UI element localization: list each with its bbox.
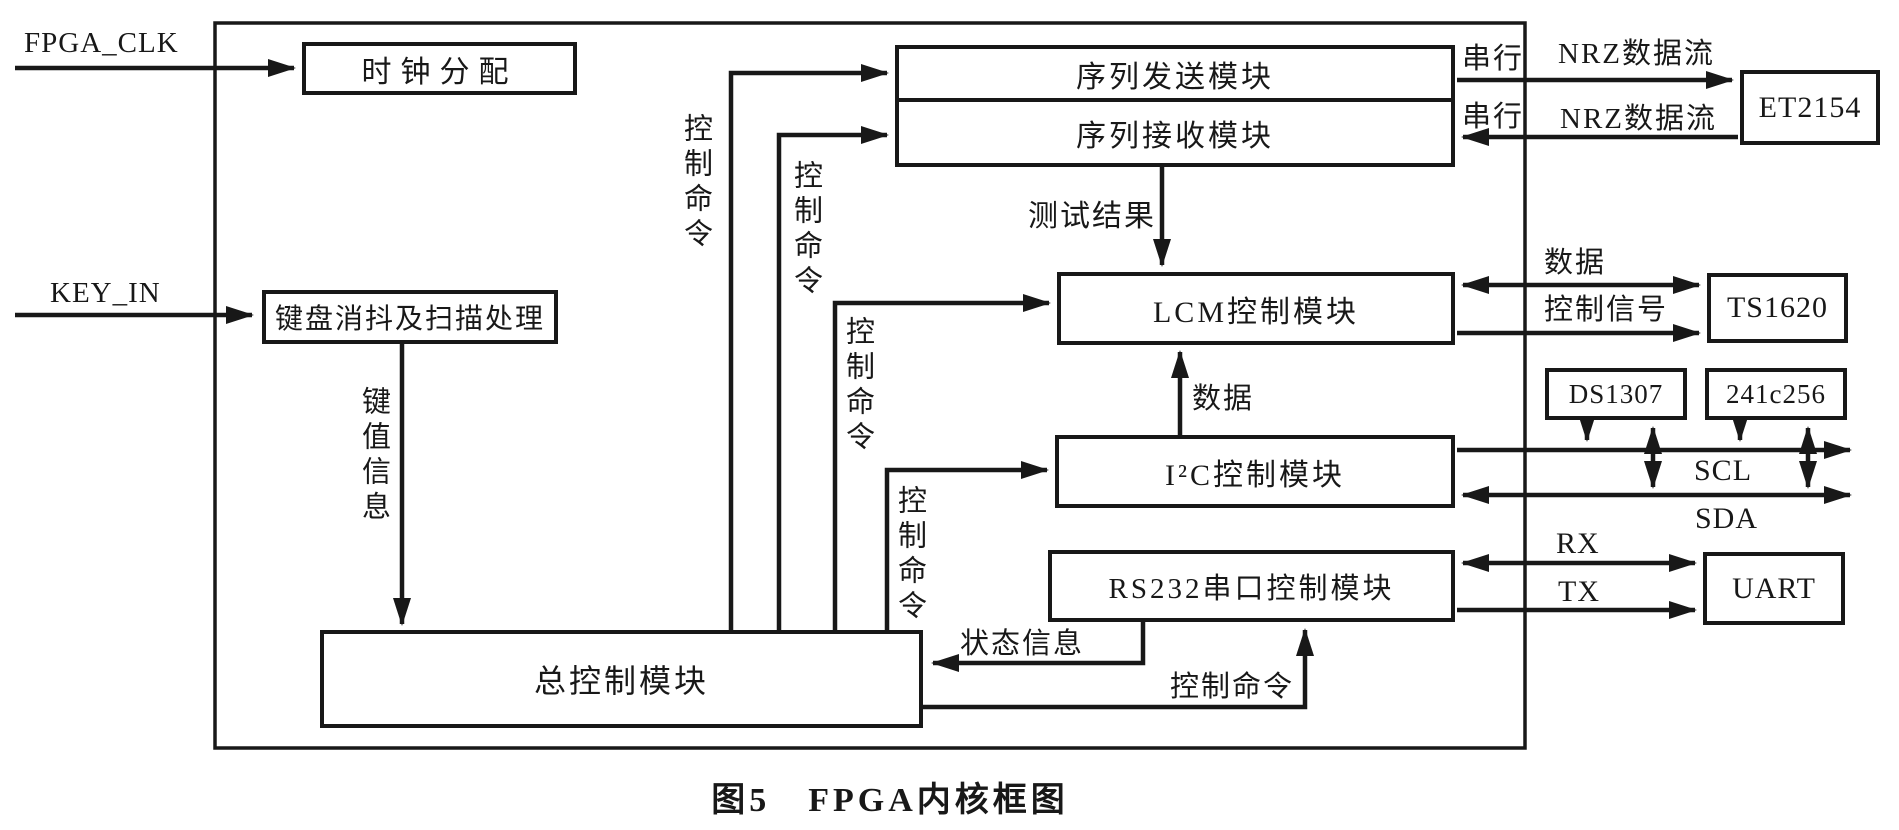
module-keyboard-scan-label: 键盘消抖及扫描处理 (274, 304, 545, 335)
module-i2c-control-label: I²C控制模块 (1165, 458, 1345, 492)
label-key-info: 键值信息 (357, 386, 390, 526)
wire-ctrl-cmd-tx (728, 64, 889, 630)
wire-ctrl-cmd-i2c (884, 461, 1049, 630)
label-serial-rx: 串行 (1462, 101, 1525, 133)
wire-ctrl-cmd-rx (776, 126, 889, 630)
label-test-result: 测试结果 (1028, 200, 1156, 233)
module-lcm-control: LCM控制模块 (1057, 272, 1455, 345)
figure-caption: 图5 FPGA内核框图 (711, 782, 1069, 819)
label-nrz-rx: NRZ数据流 (1560, 103, 1718, 135)
module-rs232-control: RS232串口控制模块 (1048, 550, 1455, 622)
module-i2c-control: I²C控制模块 (1055, 435, 1455, 508)
device-eeprom-241c256-label: 241c256 (1726, 378, 1826, 409)
wire-ctrl-cmd-rs232 (923, 628, 1314, 710)
label-nrz-tx: NRZ数据流 (1558, 38, 1716, 70)
wire-ctrl-cmd-lcm (832, 294, 1051, 630)
label-status-info: 状态信息 (960, 628, 1085, 660)
label-ctrl-cmd-i2c: 控制命令 (893, 485, 926, 625)
module-lcm-control-label: LCM控制模块 (1152, 295, 1359, 329)
label-data-i2c-lcm: 数据 (1192, 383, 1255, 415)
device-et2154: ET2154 (1740, 70, 1880, 145)
module-main-control: 总控制模块 (320, 630, 923, 728)
module-seq-tx: 序列发送模块 (895, 45, 1455, 102)
device-ds1307: DS1307 (1545, 368, 1687, 420)
label-ctrl-cmd-tx: 控制命令 (679, 113, 712, 253)
label-serial-tx: 串行 (1462, 43, 1525, 75)
device-uart-label: UART (1732, 571, 1816, 605)
module-seq-rx: 序列接收模块 (895, 98, 1455, 167)
label-ctrl-signal: 控制信号 (1544, 294, 1669, 326)
label-tx: TX (1558, 575, 1600, 608)
device-et2154-label: ET2154 (1758, 90, 1862, 124)
label-sda: SDA (1695, 502, 1759, 535)
device-eeprom-241c256: 241c256 (1705, 368, 1847, 420)
module-seq-rx-label: 序列接收模块 (1076, 119, 1274, 153)
device-uart: UART (1703, 552, 1845, 625)
label-rx: RX (1556, 527, 1600, 560)
module-main-control-label: 总控制模块 (533, 663, 709, 699)
label-data-lcd: 数据 (1544, 247, 1607, 279)
label-ctrl-cmd-rs232: 控制命令 (1170, 671, 1295, 703)
label-ctrl-cmd-rx: 控制命令 (789, 160, 822, 300)
wire-status-info (931, 622, 1146, 672)
device-ts1620: TS1620 (1707, 273, 1848, 343)
module-seq-tx-label: 序列发送模块 (1076, 60, 1274, 94)
module-rs232-control-label: RS232串口控制模块 (1108, 573, 1395, 605)
module-keyboard-scan: 键盘消抖及扫描处理 (262, 290, 558, 344)
label-ctrl-cmd-lcm: 控制命令 (841, 316, 874, 456)
fpga-boundary (213, 21, 1527, 750)
module-clock-divider-label: 时钟分配 (361, 55, 518, 89)
input-key-in-label: KEY_IN (50, 277, 161, 309)
label-scl: SCL (1694, 454, 1753, 487)
input-fpga-clk-label: FPGA_CLK (24, 27, 179, 59)
device-ds1307-label: DS1307 (1568, 378, 1664, 409)
device-ts1620-label: TS1620 (1726, 291, 1828, 324)
module-clock-divider: 时钟分配 (302, 42, 577, 95)
